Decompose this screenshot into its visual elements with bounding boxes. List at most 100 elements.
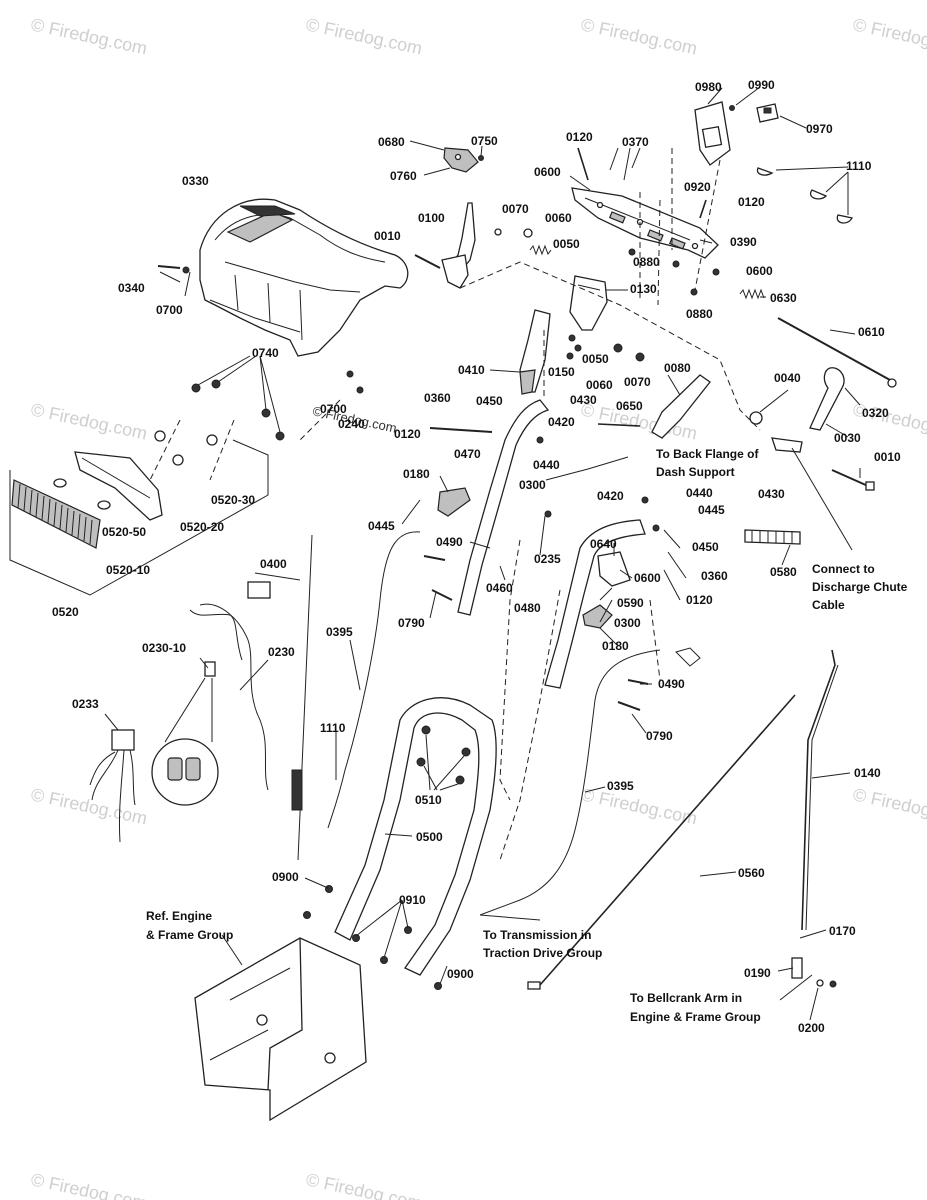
part-label: 0700 xyxy=(156,303,183,317)
part-label: 0400 xyxy=(260,557,287,571)
part-label: 0700 xyxy=(320,402,347,416)
part-label: 0060 xyxy=(586,378,613,392)
part-label: 0233 xyxy=(72,697,99,711)
part-label: 0395 xyxy=(607,779,634,793)
watermark-layer: © Firedog.com © Firedog.com © Firedog.co… xyxy=(29,14,927,1200)
headlight-assembly-0520 xyxy=(9,439,269,596)
part-label: 0070 xyxy=(502,202,529,216)
part-label: 0010 xyxy=(374,229,401,243)
part-label: 0520-30 xyxy=(211,493,255,507)
connector-0233 xyxy=(89,729,136,843)
cable-ties-1110 xyxy=(756,167,853,224)
bracket-0130 xyxy=(569,275,608,331)
part-label: 0630 xyxy=(770,291,797,305)
engine-frame-reference xyxy=(194,937,367,1122)
part-label: 0520-20 xyxy=(180,520,224,534)
part-label: 0390 xyxy=(730,235,757,249)
lever-0680 xyxy=(443,147,479,173)
part-label: 0760 xyxy=(390,169,417,183)
part-label: 0480 xyxy=(514,601,541,615)
note-back-flange: Dash Support xyxy=(656,465,735,479)
part-label: 0230 xyxy=(268,645,295,659)
watermark: © Firedog.com xyxy=(29,784,149,828)
part-label: 0520 xyxy=(52,605,79,619)
part-label: 0050 xyxy=(553,237,580,251)
spring-0050 xyxy=(529,244,552,256)
part-label: 0510 xyxy=(415,793,442,807)
part-label: 0170 xyxy=(829,924,856,938)
watermark: © Firedog.com xyxy=(29,399,149,443)
bracket-0180b xyxy=(582,604,613,629)
part-label: 0330 xyxy=(182,174,209,188)
cable-0395b xyxy=(479,649,661,916)
bracket-0600c xyxy=(597,551,631,587)
dashed-lines xyxy=(149,148,761,861)
part-label: 0420 xyxy=(548,415,575,429)
dash-panel-0330 xyxy=(199,198,409,357)
part-label: 0395 xyxy=(326,625,353,639)
part-label: 0370 xyxy=(622,135,649,149)
part-label: 0180 xyxy=(403,467,430,481)
part-label: 0340 xyxy=(118,281,145,295)
part-label: 0490 xyxy=(436,535,463,549)
part-label: 0430 xyxy=(758,487,785,501)
part-label: 0410 xyxy=(458,363,485,377)
lower-handle-0480 xyxy=(544,519,646,689)
part-label: 0920 xyxy=(684,180,711,194)
part-label: 0880 xyxy=(686,307,713,321)
note-bellcrank: To Bellcrank Arm in xyxy=(630,991,742,1005)
part-label: 0560 xyxy=(738,866,765,880)
part-label: 0790 xyxy=(646,729,673,743)
part-label: 0440 xyxy=(533,458,560,472)
connector-detail-0230-10 xyxy=(151,677,219,806)
part-label: 0680 xyxy=(378,135,405,149)
rod-0140 xyxy=(801,649,839,931)
part-label: 0980 xyxy=(695,80,722,94)
watermark: © Firedog.com xyxy=(579,784,699,828)
note-ref-engine: & Frame Group xyxy=(146,928,233,942)
part-label: 0450 xyxy=(476,394,503,408)
spring-0630 xyxy=(739,288,765,300)
part-label: 0610 xyxy=(858,325,885,339)
bracket-0410 xyxy=(519,309,551,395)
part-label: 0190 xyxy=(744,966,771,980)
lower-handle-0500 xyxy=(334,697,497,976)
part-label: 0790 xyxy=(398,616,425,630)
part-label: 0130 xyxy=(630,282,657,296)
part-label: 0030 xyxy=(834,431,861,445)
dash-support-0600 xyxy=(571,187,719,259)
watermark: © Firedog.com xyxy=(579,14,699,58)
note-transmission: Traction Drive Group xyxy=(483,946,602,960)
watermark: © Firedog.com xyxy=(304,14,424,58)
part-label: 0010 xyxy=(874,450,901,464)
note-bellcrank: Engine & Frame Group xyxy=(630,1010,761,1024)
part-label: 0460 xyxy=(486,581,513,595)
part-label: 0600 xyxy=(634,571,661,585)
part-label: 0600 xyxy=(746,264,773,278)
part-label: 0970 xyxy=(806,122,833,136)
rod-0560 xyxy=(527,694,796,990)
watermark: © Firedog.com xyxy=(29,14,149,58)
part-label: 0150 xyxy=(548,365,575,379)
part-label: 0080 xyxy=(664,361,691,375)
part-label: 0300 xyxy=(614,616,641,630)
part-label: 0470 xyxy=(454,447,481,461)
part-drawings xyxy=(9,101,897,1122)
part-label: 0590 xyxy=(617,596,644,610)
part-label: 0100 xyxy=(418,211,445,225)
part-label: 1110 xyxy=(846,159,872,173)
part-label: 0120 xyxy=(738,195,765,209)
note-discharge-chute: Connect to xyxy=(812,562,875,576)
part-labels: 0980 0990 0970 1110 0680 0750 0760 0120 … xyxy=(52,78,901,1035)
part-label: 0140 xyxy=(854,766,881,780)
part-label: 0650 xyxy=(616,399,643,413)
watermark: © Firedog.com xyxy=(29,1169,149,1200)
part-label: 0430 xyxy=(570,393,597,407)
part-label: 0120 xyxy=(686,593,713,607)
part-label: 0180 xyxy=(602,639,629,653)
part-label: 0880 xyxy=(633,255,660,269)
note-ref-engine: Ref. Engine xyxy=(146,909,212,923)
upper-handle-0470 xyxy=(457,399,550,616)
part-label: 0520-50 xyxy=(102,525,146,539)
